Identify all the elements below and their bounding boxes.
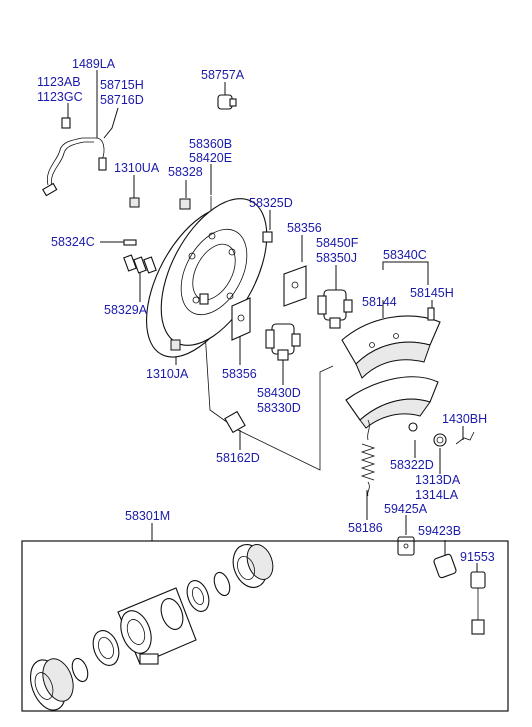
- label-58144: 58144: [362, 295, 397, 309]
- gasket-upper: [283, 265, 307, 307]
- label-58356-upper: 58356: [287, 221, 322, 235]
- sensor-wire: [470, 571, 486, 635]
- label-1489la: 1489LA: [72, 57, 116, 71]
- label-58430d: 58430D: [257, 386, 301, 400]
- wheel-cylinder-lower: [265, 323, 301, 361]
- shim-blocks: [123, 254, 157, 274]
- label-58330d: 58330D: [257, 401, 301, 415]
- bleeder-screw: [217, 94, 237, 110]
- leader-lines: [67, 70, 478, 572]
- label-1123gc: 1123GC: [37, 90, 83, 104]
- clip: [427, 307, 435, 321]
- wheel-cylinder-kit-box: [21, 540, 509, 712]
- wheel-cylinder-kit: [29, 544, 274, 711]
- label-58420e: 58420E: [189, 151, 232, 165]
- hose-fitting: [224, 410, 246, 434]
- label-58329a: 58329A: [104, 303, 148, 317]
- label-58324c: 58324C: [51, 235, 95, 249]
- label-59425a: 59425A: [384, 502, 428, 516]
- label-58186: 58186: [348, 521, 383, 535]
- brake-pipe: [42, 117, 107, 197]
- label-58322d: 58322D: [390, 458, 434, 472]
- label-1310ua: 1310UA: [114, 161, 160, 175]
- label-91553: 91553: [460, 550, 495, 564]
- label-58450f: 58450F: [316, 236, 359, 250]
- label-1314la: 1314LA: [415, 488, 459, 502]
- bolts-nuts: [123, 197, 273, 351]
- label-58328: 58328: [168, 165, 203, 179]
- label-58356-lower: 58356: [222, 367, 257, 381]
- gasket-lower: [231, 297, 251, 341]
- label-58301m: 58301M: [125, 509, 170, 523]
- label-58716d: 58716D: [100, 93, 144, 107]
- label-1123ab: 1123AB: [37, 75, 81, 89]
- brake-shoe-upper: [341, 315, 441, 379]
- label-58360b: 58360B: [189, 137, 232, 151]
- label-1310ja: 1310JA: [146, 367, 189, 381]
- label-58350j: 58350J: [316, 251, 357, 265]
- brake-shoe-lower: [345, 376, 447, 447]
- label-58162d: 58162D: [216, 451, 260, 465]
- sleeve: [433, 553, 457, 579]
- part-labels: 1489LA 1123AB 1123GC 58715H 58716D 58757…: [37, 57, 495, 564]
- label-58340c: 58340C: [383, 248, 427, 262]
- return-spring: [360, 419, 376, 497]
- label-59423b: 59423B: [418, 524, 461, 538]
- adjuster-block: [397, 536, 415, 556]
- label-58715h: 58715H: [100, 78, 144, 92]
- label-58325d: 58325D: [249, 196, 293, 210]
- small-spring: [455, 431, 475, 445]
- label-58145h: 58145H: [410, 286, 454, 300]
- label-1313da: 1313DA: [415, 473, 461, 487]
- label-58757a: 58757A: [201, 68, 245, 82]
- wheel-cylinder-upper: [317, 289, 353, 329]
- backing-plate: [145, 198, 268, 358]
- label-1430bh: 1430BH: [442, 412, 487, 426]
